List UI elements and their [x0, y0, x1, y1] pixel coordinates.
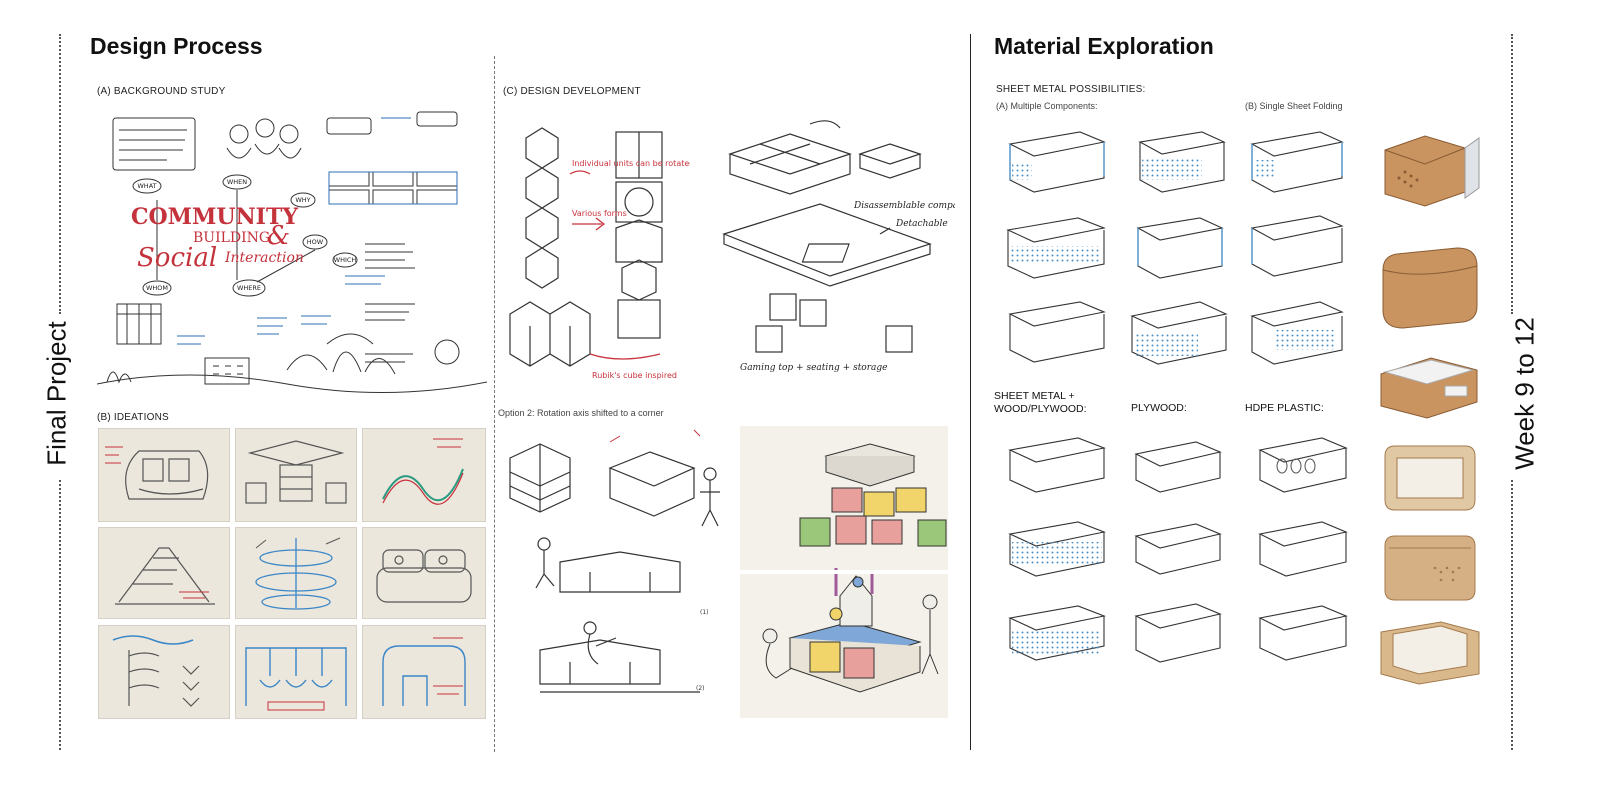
mindmap-node-when: WHEN — [227, 178, 247, 186]
mindmap-node-which: WHICH — [334, 256, 357, 264]
note-rubiks-cube: Rubik's cube inspired — [592, 371, 677, 380]
ideation-sketch-3 — [362, 428, 486, 522]
design-development-label: (C) DESIGN DEVELOPMENT — [503, 86, 641, 97]
mindmap-building-word: BUILDING — [193, 230, 270, 246]
mindmap-node-whom: WHOM — [146, 284, 168, 292]
wood-prototype-3 — [1375, 350, 1485, 420]
mindmap-node-why: WHY — [295, 196, 310, 204]
mindmap-ampersand: & — [267, 221, 290, 251]
mindmap-interaction-word: Interaction — [224, 250, 304, 266]
note-gaming-top: Gaming top + seating + storage — [740, 363, 887, 373]
ideations-label: (B) IDEATIONS — [97, 412, 169, 423]
design-development-game-table-sketch: Disassemblable compartments Detachable G… — [700, 104, 955, 392]
hdpe-plastic-heading: HDPE PLASTIC: — [1245, 402, 1324, 414]
note-individual-units: Individual units can be rotated — [572, 159, 690, 168]
note-various-forms: Various forms — [572, 209, 627, 218]
wood-prototype-5 — [1375, 528, 1485, 608]
mindmap-node-what: WHAT — [137, 182, 156, 190]
ideation-sketch-6 — [362, 527, 486, 619]
side-label-weeks: Week 9 to 12 — [1509, 317, 1540, 470]
wood-prototype-2 — [1375, 240, 1485, 330]
right-dotted-rule-bottom — [1511, 480, 1513, 750]
section-divider — [970, 34, 971, 750]
background-study-label: (A) BACKGROUND STUDY — [97, 86, 226, 97]
right-dotted-rule-top — [1511, 34, 1513, 314]
ideation-sketch-8 — [235, 625, 357, 719]
ideation-sketch-5 — [235, 527, 357, 619]
ideation-sketch-9 — [362, 625, 486, 719]
mindmap-community-word: COMMUNITY — [131, 204, 298, 230]
design-development-rotation-sketches: Individual units can be rotated Various … — [500, 104, 690, 392]
ideation-sketch-4 — [98, 527, 230, 619]
option-2-sketches: (1) (2) — [500, 422, 732, 722]
mindmap-node-how: HOW — [307, 238, 324, 246]
sheet-metal-heading: SHEET METAL POSSIBILITIES: — [996, 84, 1146, 95]
option-2-colored-renders — [740, 426, 948, 718]
option-2-caption: Option 2: Rotation axis shifted to a cor… — [498, 408, 664, 418]
background-study-mindmap: COMMUNITY BUILDING & Social Interaction … — [97, 104, 487, 400]
column-divider — [494, 56, 495, 752]
material-lower-sketches — [990, 420, 1370, 690]
wood-prototype-6 — [1375, 612, 1485, 690]
left-dotted-rule-top — [59, 34, 61, 314]
svg-text:(1): (1) — [700, 609, 709, 616]
sheet-metal-wood-heading: SHEET METAL + WOOD/PLYWOOD: — [994, 390, 1087, 415]
left-dotted-rule-bottom — [59, 480, 61, 750]
note-disassemblable: Disassemblable compartments — [853, 201, 955, 211]
ideation-sketch-1 — [98, 428, 230, 522]
sheet-metal-sketches — [990, 118, 1370, 388]
material-exploration-title: Material Exploration — [994, 33, 1214, 59]
wood-prototype-1 — [1375, 120, 1485, 210]
side-label-final-project: Final Project — [41, 321, 72, 466]
multiple-components-label: (A) Multiple Components: — [996, 101, 1098, 111]
single-sheet-folding-label: (B) Single Sheet Folding — [1245, 101, 1343, 111]
mindmap-node-where: WHERE — [237, 284, 261, 292]
wood-prototype-4 — [1375, 436, 1485, 516]
ideation-sketch-7 — [98, 625, 230, 719]
plywood-heading: PLYWOOD: — [1131, 402, 1187, 414]
note-detachable: Detachable — [895, 219, 948, 229]
design-process-title: Design Process — [90, 33, 263, 59]
svg-text:(2): (2) — [696, 685, 705, 692]
ideation-sketch-2 — [235, 428, 357, 522]
mindmap-social-word: Social — [137, 243, 217, 273]
